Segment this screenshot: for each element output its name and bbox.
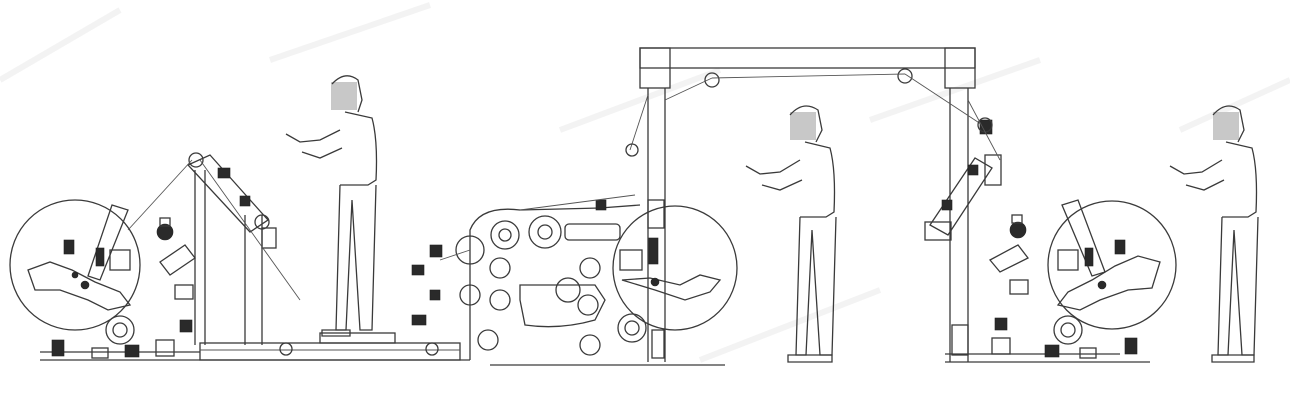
splicing-frame: [127, 152, 301, 345]
coating-reel-center: [612, 205, 738, 343]
overhead-gantry: [625, 47, 991, 362]
watermark-layer: [0, 2, 1290, 363]
operator-2: [745, 105, 837, 363]
rewind-reel-right: [1044, 199, 1177, 359]
operator-1-face-blur: [331, 82, 357, 110]
operator-3: [1169, 105, 1259, 363]
base-rail: [40, 332, 1150, 366]
operator-1: [285, 75, 378, 337]
operator-2-face-blur: [790, 112, 816, 140]
unwind-reel-left: [9, 199, 175, 359]
operator-3-face-blur: [1213, 112, 1239, 140]
rewind-frame-right: [924, 99, 1029, 355]
laminating-rollers: [411, 194, 641, 360]
